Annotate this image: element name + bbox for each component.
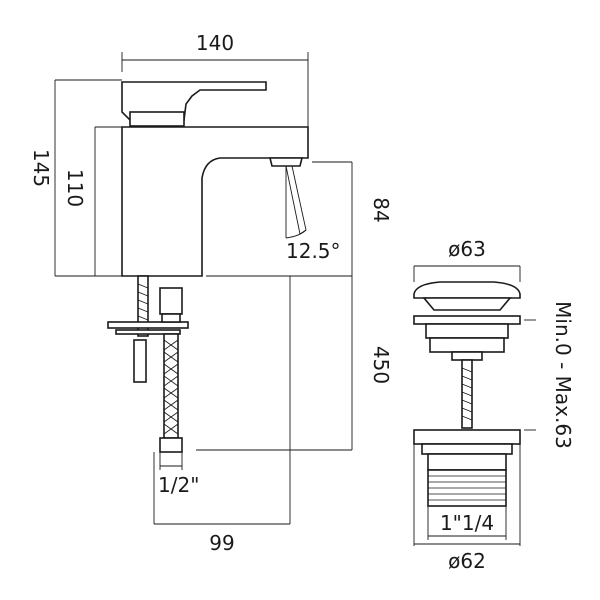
connection-dimension: 1/2"	[158, 452, 199, 497]
fixing-plate	[107, 321, 189, 329]
body-height-dimension: 110	[63, 126, 122, 276]
hose-bottom-fitting	[159, 437, 183, 453]
hose-top-fitting	[159, 287, 183, 315]
bottom-diameter-label: ø62	[448, 549, 486, 573]
water-stream	[285, 165, 307, 235]
click-clack-waste: ø63	[413, 237, 575, 573]
width-dimension: 140	[121, 31, 309, 150]
basin-mixer-tap: 140 145 110 12.5°	[29, 31, 393, 555]
lever-handle	[121, 81, 267, 121]
hose-length-label: 450	[369, 346, 393, 384]
reach-label: 99	[209, 531, 234, 555]
handle-cap	[129, 111, 185, 127]
total-height-label: 145	[29, 149, 53, 187]
reach-dimension: 99	[153, 450, 291, 555]
total-height-dimension: 145	[29, 79, 122, 277]
waste-thread	[427, 469, 507, 507]
waste-flange	[413, 315, 521, 325]
waste-body-top	[413, 429, 521, 445]
fixing-nut	[133, 339, 147, 383]
braided-hose	[163, 333, 179, 439]
top-diameter-label: ø63	[448, 237, 486, 261]
spout-height-dimension: 84	[206, 161, 393, 277]
washer	[115, 329, 181, 335]
aerator	[268, 157, 304, 167]
waste-spindle	[461, 359, 473, 429]
waste-cap	[413, 281, 521, 299]
tap-body	[121, 126, 309, 277]
thread-dimension: 1"1/4	[427, 506, 507, 540]
waste-body	[427, 453, 507, 471]
top-diameter-dimension: ø63	[413, 237, 521, 282]
range-dimension: Min.0 - Max.63	[524, 301, 575, 449]
connection-label: 1/2"	[158, 473, 199, 497]
hose-length-dimension: 450	[196, 276, 393, 451]
angle-label: 12.5°	[286, 239, 341, 263]
threaded-rod	[137, 275, 149, 337]
spout-height-label: 84	[369, 197, 393, 222]
body-height-label: 110	[63, 169, 87, 207]
width-label: 140	[196, 31, 234, 55]
bottom-diameter-dimension: ø62	[413, 444, 521, 573]
range-label: Min.0 - Max.63	[551, 301, 575, 449]
thread-label: 1"1/4	[440, 511, 494, 535]
